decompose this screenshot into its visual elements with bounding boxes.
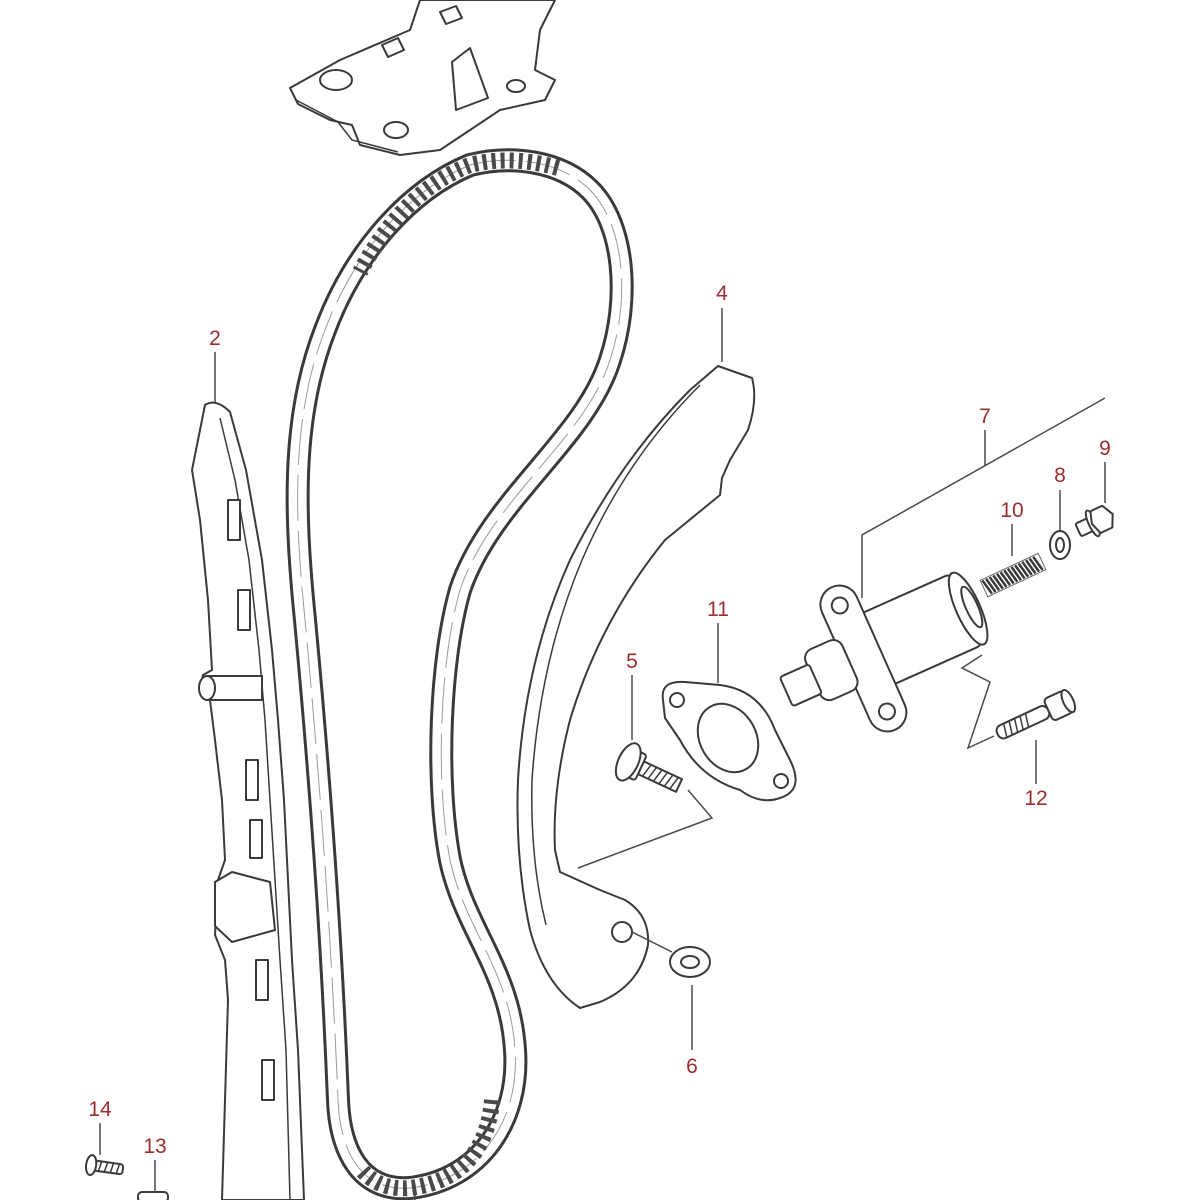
callout-12: 12: [1024, 787, 1047, 810]
callout-5: 5: [626, 650, 638, 673]
tensioner-plunger: [779, 664, 823, 707]
bolt-tensioner: [995, 689, 1077, 740]
guide-pin-upper: [198, 675, 263, 701]
callout-14: 14: [88, 1098, 112, 1121]
callout-6: 6: [686, 1055, 698, 1078]
callout-4: 4: [716, 282, 728, 305]
bolt-guide: [84, 1154, 125, 1176]
callout-11: 11: [707, 598, 729, 621]
break-line: [960, 654, 995, 750]
callout-2: 2: [209, 327, 221, 350]
leader-bracket-7: [861, 397, 1106, 598]
arm-pivot-hole: [611, 921, 633, 943]
cam-chain: [298, 160, 622, 1188]
washer-arm-pivot: [631, 931, 711, 978]
bolt-arm: [614, 742, 683, 793]
bolt-axis-line: [577, 789, 714, 869]
chain-links-top: [352, 152, 561, 276]
callout-7: 7: [979, 405, 991, 428]
callout-8: 8: [1054, 464, 1066, 487]
washer-cap: [1049, 530, 1071, 560]
tensioner-gasket: [661, 680, 797, 802]
part-13: [137, 1191, 169, 1200]
tensioner-body: [779, 571, 989, 733]
guide-lug-lower: [214, 871, 276, 943]
callout-10: 10: [1000, 499, 1023, 522]
cap-bolt: [1074, 504, 1114, 538]
tensioner-spring: [979, 552, 1047, 598]
callout-13: 13: [143, 1135, 166, 1158]
chain-links-bottom: [355, 1099, 500, 1197]
top-guide-plate: [289, 0, 556, 156]
callout-9: 9: [1099, 437, 1111, 460]
chain-guide-left: [191, 401, 305, 1200]
